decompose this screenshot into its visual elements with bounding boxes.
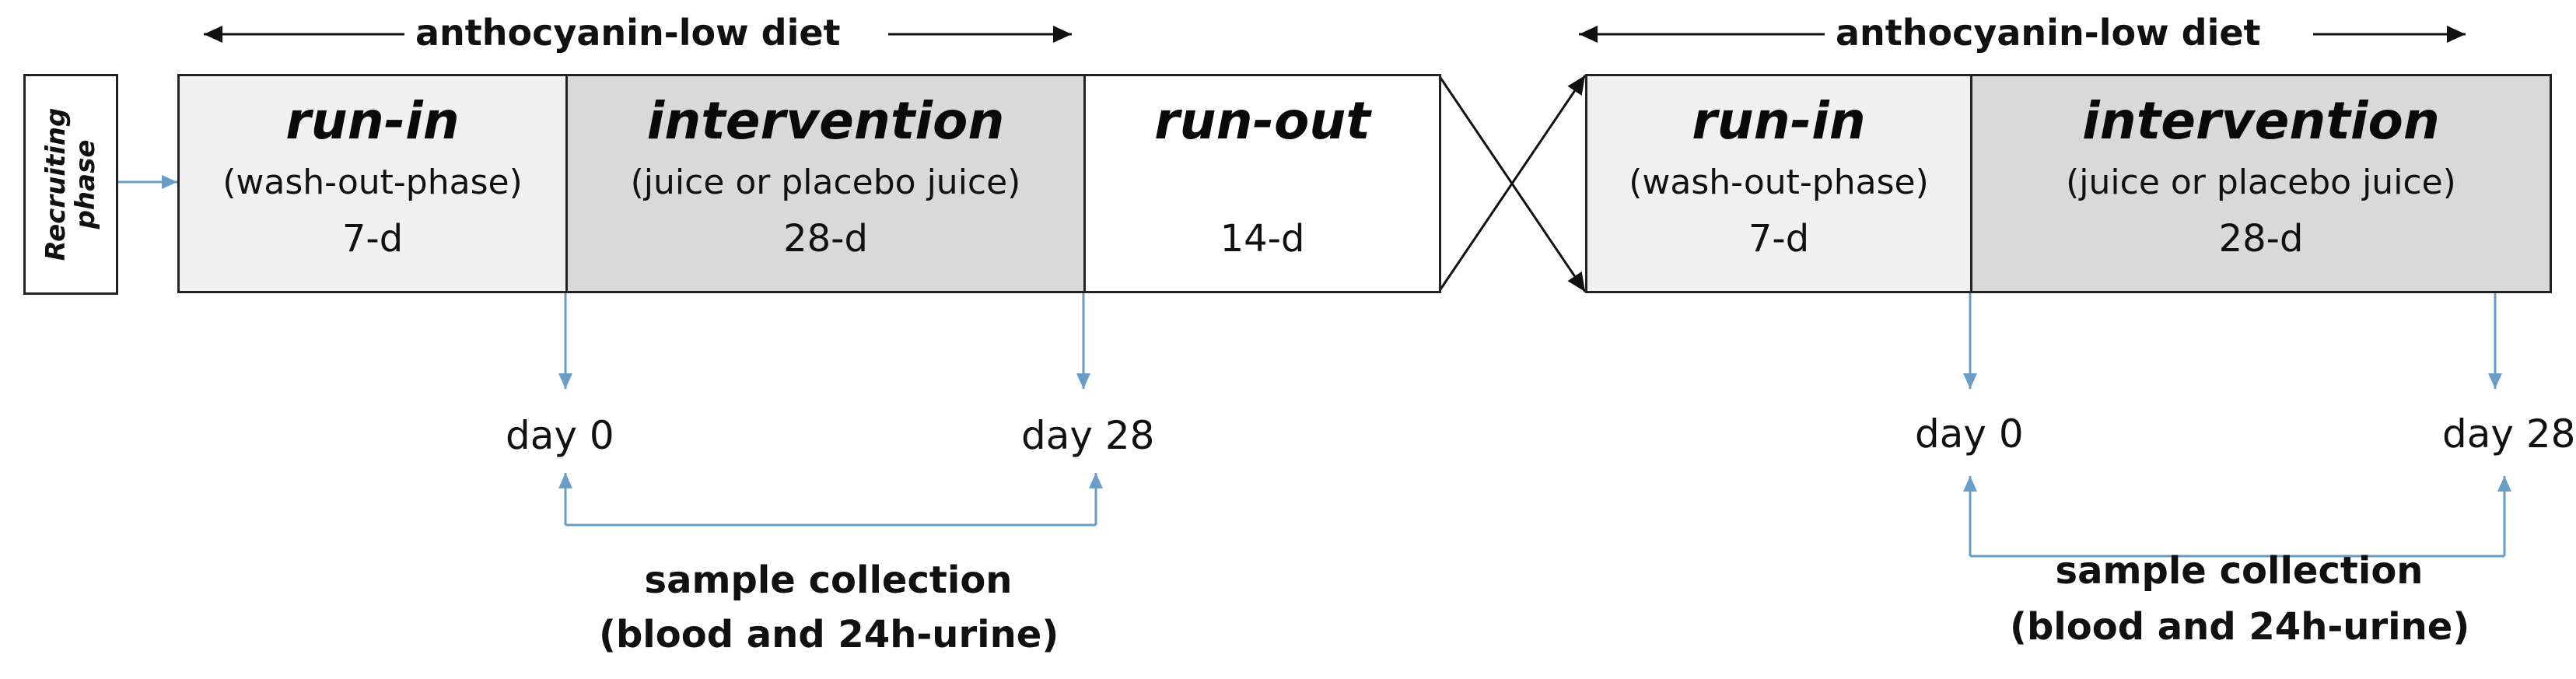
runin-subtitle: (wash-out-phase)	[1629, 163, 1929, 202]
runin-title: run-in	[285, 91, 460, 151]
recruiting-phase-box: Recruiting phase	[23, 74, 118, 295]
intervention-cell-1: intervention (juice or placebo juice) 28…	[568, 76, 1086, 291]
crossover-lines	[1437, 75, 1587, 292]
intervention-subtitle: (juice or placebo juice)	[2066, 163, 2456, 202]
intervention-duration: 28-d	[2218, 217, 2304, 261]
runout-title: run-out	[1154, 91, 1370, 151]
runin-cell-1: run-in (wash-out-phase) 7-d	[180, 76, 568, 291]
day-0-label-1: day 0	[506, 413, 614, 458]
intervention-title: intervention	[646, 91, 1005, 151]
sample-collection-title-1: sample collection	[644, 558, 1013, 602]
day-0-label-2: day 0	[1915, 411, 2024, 457]
runin-subtitle: (wash-out-phase)	[222, 163, 523, 202]
runout-cell: run-out 14-d	[1086, 76, 1439, 291]
runin-duration: 7-d	[1748, 217, 1810, 261]
recruiting-phase-label: Recruiting phase	[40, 107, 101, 261]
intervention-cell-2: intervention (juice or placebo juice) 28…	[1972, 76, 2550, 291]
sample-collection-detail-1: (blood and 24h-urine)	[599, 613, 1059, 656]
sampling-arrows	[558, 292, 2502, 389]
sample-bracket-2	[1963, 476, 2511, 558]
intervention-title: intervention	[2082, 91, 2440, 151]
runin-title: run-in	[1692, 91, 1866, 151]
sample-bracket-1	[558, 473, 1103, 527]
runin-duration: 7-d	[341, 217, 404, 261]
phase-block-1: run-in (wash-out-phase) 7-d intervention…	[177, 74, 1441, 293]
intervention-subtitle: (juice or placebo juice)	[630, 163, 1021, 202]
sample-collection-detail-2: (blood and 24h-urine)	[2010, 605, 2470, 649]
sample-collection-title-2: sample collection	[2055, 549, 2424, 593]
diet-label-1: anthocyanin-low diet	[404, 11, 852, 54]
diet-label-2: anthocyanin-low diet	[1825, 11, 2272, 54]
runin-cell-2: run-in (wash-out-phase) 7-d	[1587, 76, 1972, 291]
intervention-duration: 28-d	[783, 217, 868, 261]
runout-duration: 14-d	[1220, 217, 1305, 261]
phase-block-2: run-in (wash-out-phase) 7-d intervention…	[1585, 74, 2552, 293]
day-28-label-2: day 28	[2442, 411, 2576, 457]
day-28-label-1: day 28	[1021, 413, 1155, 458]
